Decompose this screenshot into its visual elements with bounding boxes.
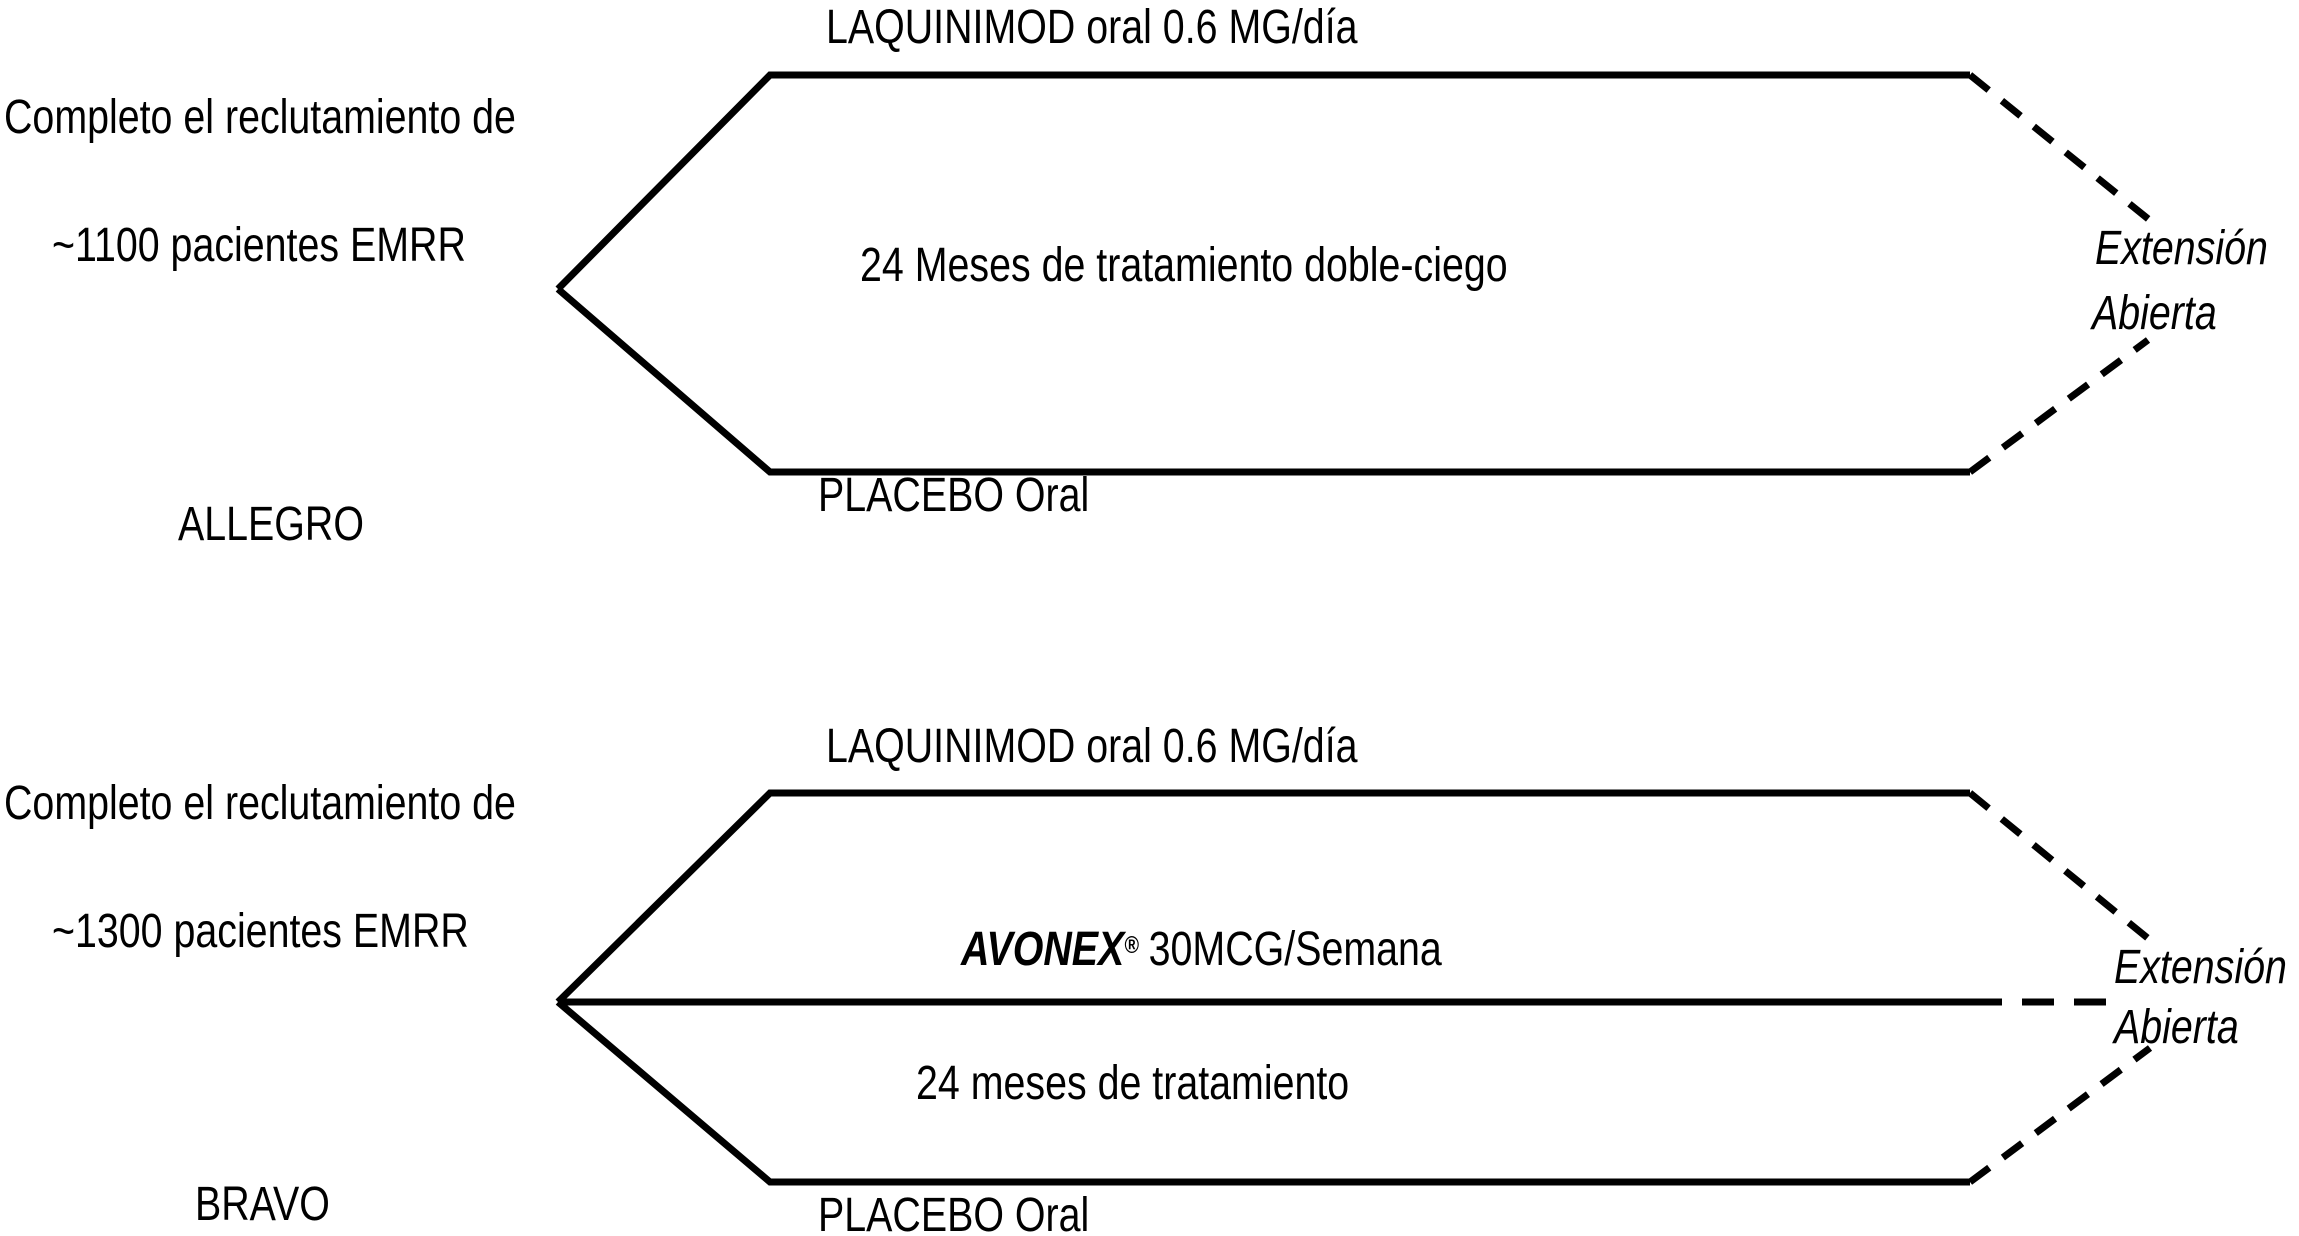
avonex-dose-text: 30MCG/Semana (1148, 923, 1442, 976)
bravo-middle-arm-label: AVONEX® 30MCG/Semana (961, 926, 1442, 974)
allegro-bottom-arm-line (555, 286, 1970, 476)
bravo-bottom-arm-label: PLACEBO Oral (818, 1189, 1090, 1236)
allegro-recruitment-line2: ~1100 pacientes EMRR (52, 219, 466, 272)
bravo-extension-label-line1: Extensión (2114, 941, 2287, 994)
allegro-top-arm-label: LAQUINIMOD oral 0.6 MG/día (826, 1, 1358, 54)
bravo-bottom-arm-line (555, 999, 1970, 1186)
bravo-arrow-shape (555, 789, 2153, 1186)
allegro-top-arm-line (555, 71, 1970, 292)
allegro-extension-label-line1: Extensión (2095, 222, 2268, 275)
bravo-duration-label: 24 meses de tratamiento (916, 1057, 1350, 1110)
allegro-extension-dash-top (1967, 72, 2155, 225)
avonex-brand-name: AVONEX (961, 923, 1125, 976)
allegro-bottom-arm-label: PLACEBO Oral (818, 469, 1090, 522)
bravo-study-name: BRAVO (195, 1178, 330, 1231)
allegro-recruitment-line1: Completo el reclutamiento de (4, 91, 516, 144)
bravo-extension-label-line2: Abierta (2114, 1001, 2239, 1054)
allegro-extension-dash-bottom (1967, 337, 2151, 475)
allegro-study-name: ALLEGRO (178, 498, 364, 551)
bravo-recruitment-line2: ~1300 pacientes EMRR (52, 905, 469, 958)
bravo-extension-dash-bottom (1967, 1045, 2153, 1185)
registered-trademark-symbol: ® (1124, 932, 1139, 959)
allegro-arrow-shape (555, 71, 2155, 476)
bravo-top-arm-label: LAQUINIMOD oral 0.6 MG/día (826, 720, 1358, 773)
allegro-extension-label-line2: Abierta (2092, 287, 2217, 340)
bravo-extension-dash-top (1967, 790, 2153, 943)
bravo-recruitment-line1: Completo el reclutamiento de (4, 777, 516, 830)
allegro-duration-label: 24 Meses de tratamiento doble-ciego (860, 239, 1508, 292)
bravo-top-arm-line (555, 789, 1970, 1005)
